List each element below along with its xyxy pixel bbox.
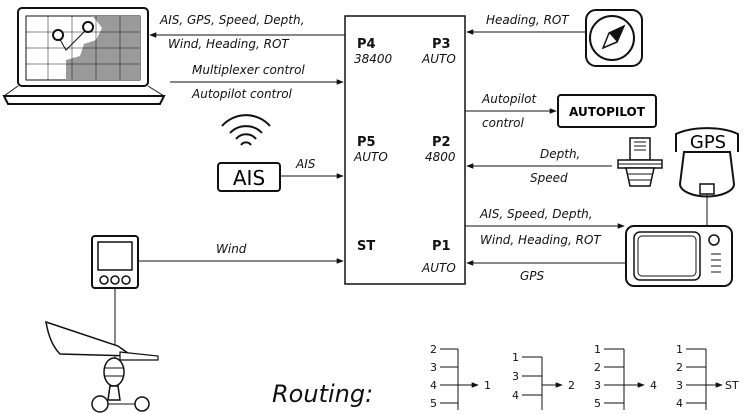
depth-connection-label-2: Speed xyxy=(530,171,568,185)
autopilot-connection-label-2: control xyxy=(482,116,525,130)
port-p5-label: P5 xyxy=(357,135,376,150)
multiplexer-box xyxy=(344,15,466,285)
routing-group-1: 2 3 4 5 1 xyxy=(430,343,491,410)
chartplotter-icon xyxy=(625,225,733,287)
wind-connection-label: Wind xyxy=(216,242,247,256)
ais-box xyxy=(217,162,281,192)
routing-output: ST xyxy=(725,379,739,392)
routing-input: 5 xyxy=(594,397,601,410)
wifi-signal-icon xyxy=(221,114,271,146)
routing-group-4: 1 2 3 4 ST xyxy=(676,343,739,410)
port-p3-label: P3 xyxy=(432,37,451,52)
routing-input: 3 xyxy=(430,361,437,374)
compass-icon xyxy=(585,9,643,67)
autopilot-box xyxy=(557,94,657,128)
autopilot-label: AUTOPILOT xyxy=(569,105,646,119)
gps-connection-label: GPS xyxy=(520,269,545,283)
plotter-connection-label-1: AIS, Speed, Depth, xyxy=(479,207,593,221)
port-p1-label: P1 xyxy=(432,239,451,254)
ais-connection-label: AIS xyxy=(295,157,316,171)
compass-connection-label: Heading, ROT xyxy=(486,13,570,27)
routing-output: 1 xyxy=(484,379,491,392)
routing-input: 1 xyxy=(512,351,519,364)
port-p5-value: AUTO xyxy=(353,150,388,164)
port-p1-value: AUTO xyxy=(421,261,456,275)
routing-input: 2 xyxy=(676,361,683,374)
port-p4-label: P4 xyxy=(357,37,376,52)
routing-input: 4 xyxy=(430,379,437,392)
laptop-input-label-1: AIS, GPS, Speed, Depth, xyxy=(159,13,304,27)
routing-input: 3 xyxy=(594,379,601,392)
routing-input: 3 xyxy=(512,370,519,383)
depth-connection-label-1: Depth, xyxy=(540,147,580,161)
port-p3-value: AUTO xyxy=(421,52,456,66)
gps-antenna-icon: GPS xyxy=(675,127,739,198)
laptop-input-label-2: Wind, Heading, ROT xyxy=(168,37,290,51)
port-p2-label: P2 xyxy=(432,135,451,150)
routing-output: 4 xyxy=(650,379,657,392)
port-p2-value: 4800 xyxy=(425,150,456,164)
routing-input: 2 xyxy=(430,343,437,356)
laptop-output-label-1: Multiplexer control xyxy=(192,63,305,77)
laptop-icon xyxy=(2,7,166,105)
ais-label: AIS xyxy=(233,166,265,190)
port-p4-value: 38400 xyxy=(354,52,393,66)
wind-vane-icon xyxy=(45,320,159,413)
routing-input: 5 xyxy=(430,397,437,410)
routing-input: 4 xyxy=(512,389,519,402)
routing-input: 2 xyxy=(594,361,601,374)
routing-input: 1 xyxy=(594,343,601,356)
autopilot-connection-label-1: Autopilot xyxy=(481,92,537,106)
port-st-label: ST xyxy=(357,239,375,254)
gps-antenna-label: GPS xyxy=(690,132,726,153)
transducer-icon xyxy=(617,137,663,187)
routing-group-3: 1 2 3 5 4 xyxy=(594,343,657,410)
routing-title: Routing: xyxy=(272,380,373,408)
routing-input: 4 xyxy=(676,397,683,410)
routing-input: 1 xyxy=(676,343,683,356)
plotter-connection-label-2: Wind, Heading, ROT xyxy=(480,233,602,247)
routing-output: 2 xyxy=(568,379,575,392)
routing-group-2: 1 3 4 2 xyxy=(512,351,575,410)
laptop-output-label-2: Autopilot control xyxy=(191,87,293,101)
routing-input: 3 xyxy=(676,379,683,392)
wind-display-icon xyxy=(91,235,139,289)
